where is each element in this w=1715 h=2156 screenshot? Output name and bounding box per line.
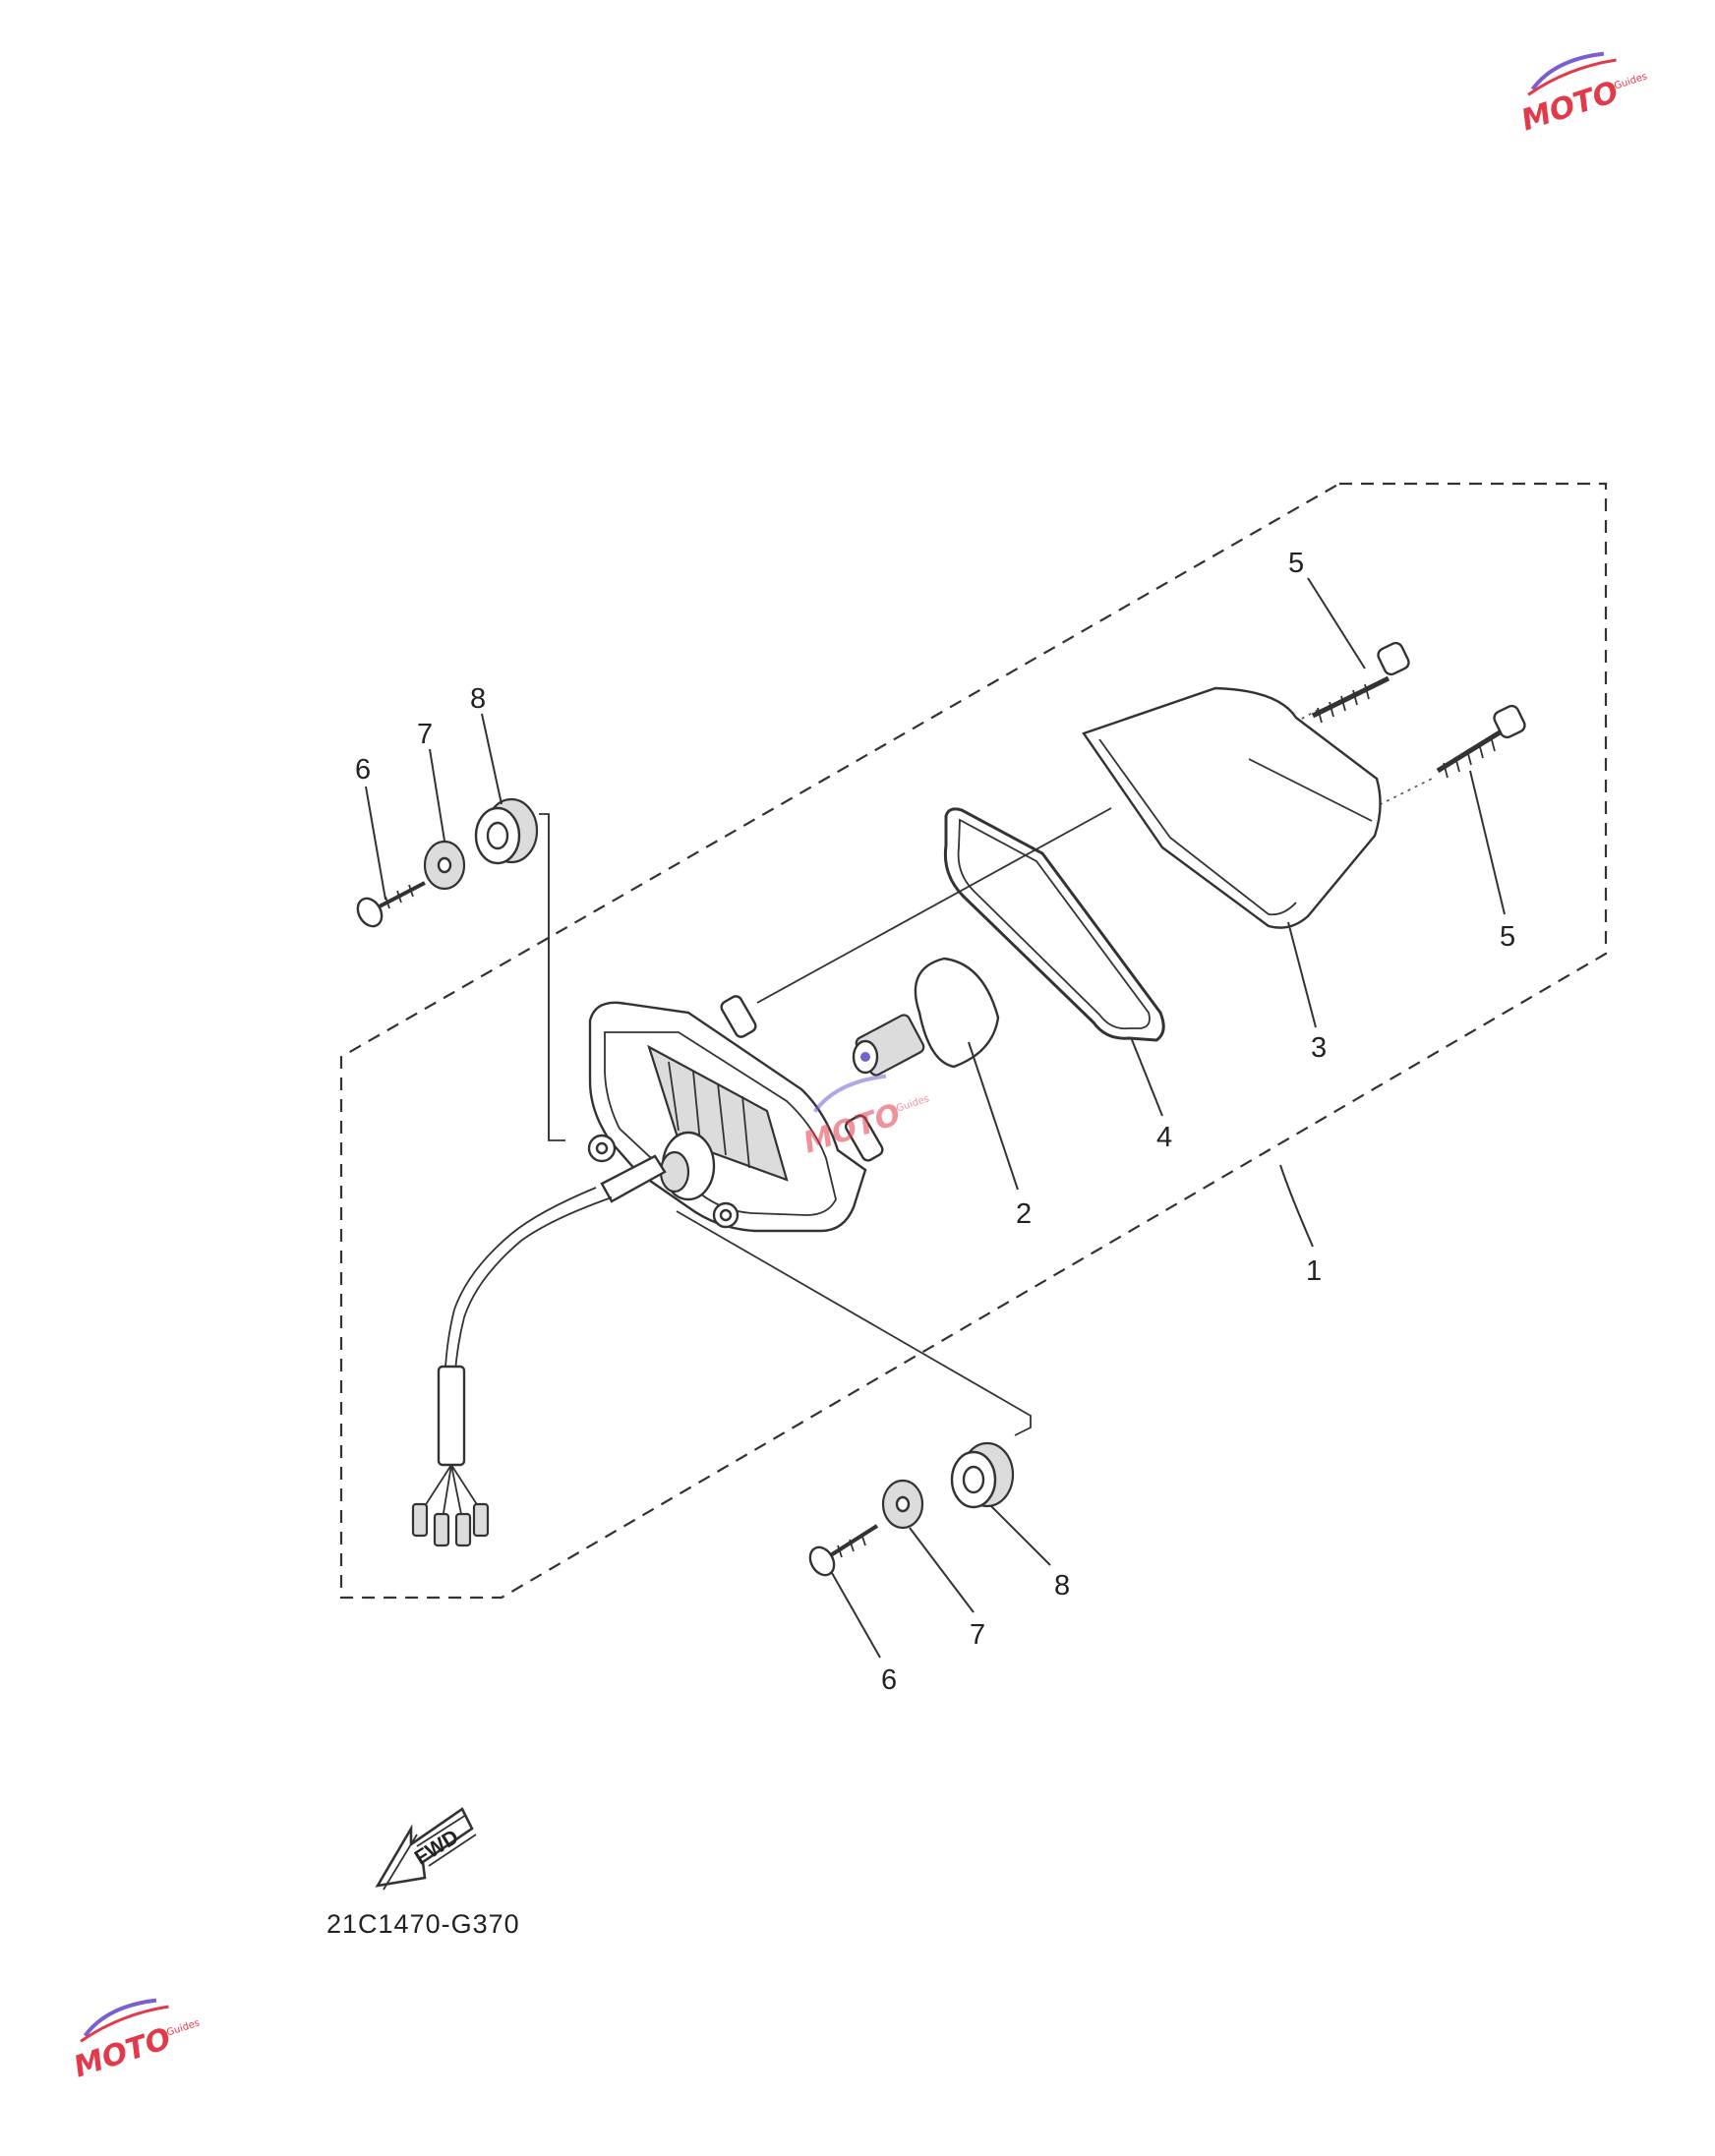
- callout-part-2: 2: [1016, 1198, 1032, 1230]
- callout-part-5-top: 5: [1288, 548, 1304, 579]
- screw-part-5-top: [1311, 641, 1410, 724]
- callout-part-7-top: 7: [417, 719, 433, 750]
- watermark-text-top: MOTO: [1517, 75, 1623, 139]
- leader-part-7-bottom: [909, 1527, 975, 1613]
- moto-guides-logo-icon: MOTO Guides: [1517, 51, 1648, 139]
- mount-line-upper: [539, 813, 565, 1141]
- leader-part-4: [1130, 1036, 1163, 1117]
- leader-part-8-bottom: [990, 1505, 1051, 1566]
- leader-part-2: [968, 1041, 1019, 1191]
- screw-part-5-right: [1436, 704, 1526, 779]
- callout-part-1: 1: [1306, 1255, 1322, 1287]
- fwd-arrow-icon: FWD: [375, 1807, 477, 1891]
- watermark-sub-center: Guides: [895, 1093, 930, 1114]
- callout-part-7-bottom: 7: [970, 1619, 985, 1651]
- assembly-boundary: [339, 482, 1608, 1600]
- grommet-part-8-top: [474, 797, 539, 865]
- moto-guides-logo-icon: MOTO Guides: [70, 1998, 201, 2085]
- wire-harness: [411, 1154, 667, 1547]
- mount-line-lower: [676, 1210, 1032, 1436]
- axis-line: [756, 807, 1112, 1004]
- tail-light-housing: [587, 995, 884, 1233]
- leader-part-3: [1287, 921, 1317, 1028]
- leader-part-8-top: [481, 713, 503, 805]
- gasket-part: [943, 807, 1165, 1042]
- leader-part-7-top: [429, 748, 445, 842]
- watermark-sub-top: Guides: [1613, 71, 1648, 91]
- watermark-sub-bottom: Guides: [165, 2017, 201, 2038]
- callout-part-8-top: 8: [470, 683, 486, 715]
- callout-part-4: 4: [1156, 1122, 1172, 1153]
- leader-part-5-top: [1307, 577, 1366, 670]
- bulb-part: [852, 957, 1000, 1077]
- lens-part: [1082, 686, 1382, 929]
- callout-part-6-top: 6: [355, 754, 371, 786]
- leader-part-6-top: [365, 786, 386, 901]
- callout-part-3: 3: [1311, 1032, 1327, 1064]
- screw-part-6-bottom: [808, 1524, 879, 1577]
- watermark-text-bottom: MOTO: [70, 2021, 175, 2085]
- leader-part-6-bottom: [831, 1572, 881, 1659]
- callout-part-8-bottom: 8: [1054, 1570, 1070, 1602]
- callout-part-6-bottom: 6: [881, 1664, 897, 1696]
- screw-part-6-top: [356, 881, 426, 928]
- callout-part-5-right: 5: [1500, 921, 1515, 953]
- diagram-code: 21C1470-G370: [326, 1909, 520, 1939]
- washer-part-7-bottom: [881, 1479, 924, 1530]
- washer-part-7-top: [423, 840, 466, 891]
- leader-part-1: [1279, 1164, 1314, 1248]
- grommet-part-8-bottom: [950, 1441, 1015, 1509]
- leader-part-5-right: [1469, 770, 1506, 915]
